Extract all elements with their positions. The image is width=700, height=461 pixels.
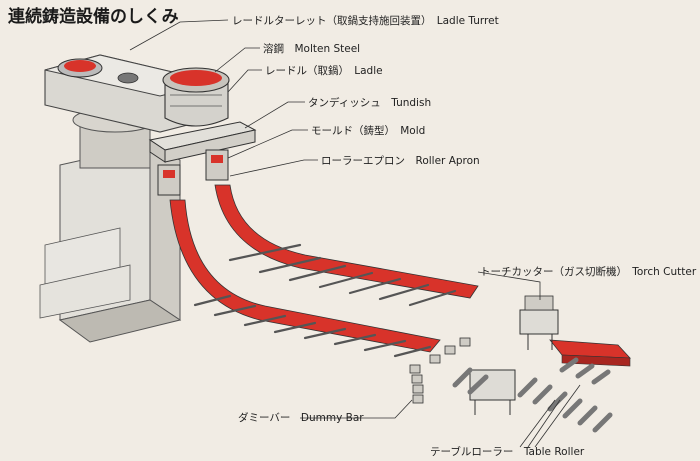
mold-right	[205, 149, 229, 181]
mold-left	[157, 164, 181, 196]
label-ladle-turret: レードルターレット（取鍋支持施回装置） Ladle Turret	[232, 14, 499, 27]
label-tundish: タンディッシュ Tundish	[308, 96, 431, 109]
label-torch-cutter: トーチカッター（ガス切断機） Torch Cutter	[480, 265, 697, 278]
torch-cutter	[519, 295, 559, 350]
ladle	[162, 67, 230, 127]
label-roller-apron: ローラーエプロン Roller Apron	[321, 155, 480, 167]
label-table-roller: テーブルローラー Table Roller	[430, 445, 585, 458]
diagram-title: 連続鋳造設備のしくみ	[8, 6, 179, 27]
label-molten-steel: 溶鋼 Molten Steel	[263, 42, 360, 55]
leader-lines	[129, 19, 581, 448]
molten-steel	[170, 70, 222, 86]
label-dummy-bar: ダミーバー Dummy Bar	[238, 411, 364, 424]
left-ladle	[57, 58, 103, 78]
label-mold: モールド（鋳型） Mold	[311, 124, 425, 137]
cut-slab	[549, 339, 631, 367]
tundish	[148, 121, 257, 163]
roller-apron-lower	[169, 199, 441, 353]
label-ladle: レードル（取鍋） Ladle	[265, 64, 383, 77]
roller-apron-upper	[214, 184, 479, 299]
table-rollers	[452, 357, 613, 433]
apron-rollers	[193, 243, 457, 358]
dummy-bar-machine	[469, 369, 516, 415]
dummy-bar	[409, 337, 471, 404]
